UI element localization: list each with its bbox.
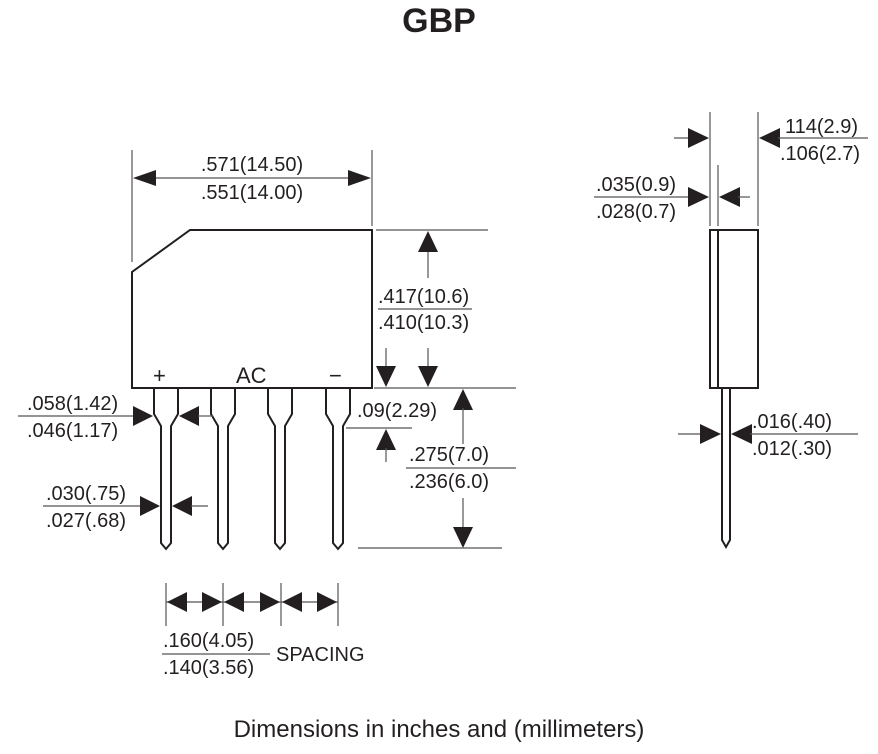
dim-step-thickness: .035(0.9) .028(0.7) (594, 165, 750, 226)
body-width-min: .551(14.00) (201, 182, 303, 204)
lead-shoulder-width-min: .046(1.17) (27, 420, 118, 442)
lead-length-max: .275(7.0) (409, 444, 489, 466)
pin-label-minus: − (329, 363, 342, 388)
body-height-max: .417(10.6) (378, 286, 469, 308)
dim-body-height: .417(10.6) .410(10.3) (376, 229, 488, 387)
dim-body-width: .571(14.50) .551(14.00) (131, 150, 373, 262)
pin-label-ac: AC (236, 363, 267, 388)
pin-label-plus: + (153, 363, 166, 388)
lead-shoulder-width-max: .058(1.42) (27, 393, 118, 415)
lead-width-max: .030(.75) (46, 483, 126, 505)
body-height-min: .410(10.3) (378, 312, 469, 334)
lead-1 (153, 388, 179, 551)
dim-lead-thickness: .016(.40) .012(.30) (678, 411, 858, 460)
lead-width-min: .027(.68) (46, 510, 126, 532)
lead-thickness-max: .016(.40) (752, 411, 832, 433)
step-thickness-min: .028(0.7) (596, 201, 676, 223)
lead-length-min: .236(6.0) (409, 471, 489, 493)
body-width-max: .571(14.50) (201, 154, 303, 176)
dim-lead-length: .275(7.0) .236(6.0) (358, 389, 516, 549)
pin-spacing-min: .140(3.56) (163, 657, 254, 679)
dim-body-thickness: 114(2.9) .106(2.7) (674, 112, 868, 226)
package-title: GBP (402, 2, 476, 40)
dim-lead-width: .030(.75) .027(.68) (43, 483, 208, 532)
pin-spacing-max: .160(4.05) (163, 630, 254, 652)
lead-3 (267, 388, 293, 551)
shoulder-length-value: .09(2.29) (357, 400, 437, 422)
side-view-lead (721, 388, 731, 550)
dim-lead-shoulder-width: .058(1.42) .046(1.17) (18, 393, 213, 442)
body-thickness-max: 114(2.9) (785, 116, 858, 138)
lead-4 (325, 388, 351, 551)
dim-shoulder-length: .09(2.29) (346, 400, 437, 462)
units-caption: Dimensions in inches and (millimeters) (233, 716, 645, 743)
dim-pin-spacing: .160(4.05) .140(3.56) SPACING (162, 583, 365, 679)
body-thickness-min: .106(2.7) (780, 143, 860, 165)
step-thickness-max: .035(0.9) (596, 174, 676, 196)
lead-thickness-min: .012(.30) (752, 438, 832, 460)
body-outline (131, 229, 373, 389)
pin-spacing-label: SPACING (276, 644, 365, 666)
lead-2 (210, 388, 236, 551)
side-view-body (709, 229, 759, 389)
